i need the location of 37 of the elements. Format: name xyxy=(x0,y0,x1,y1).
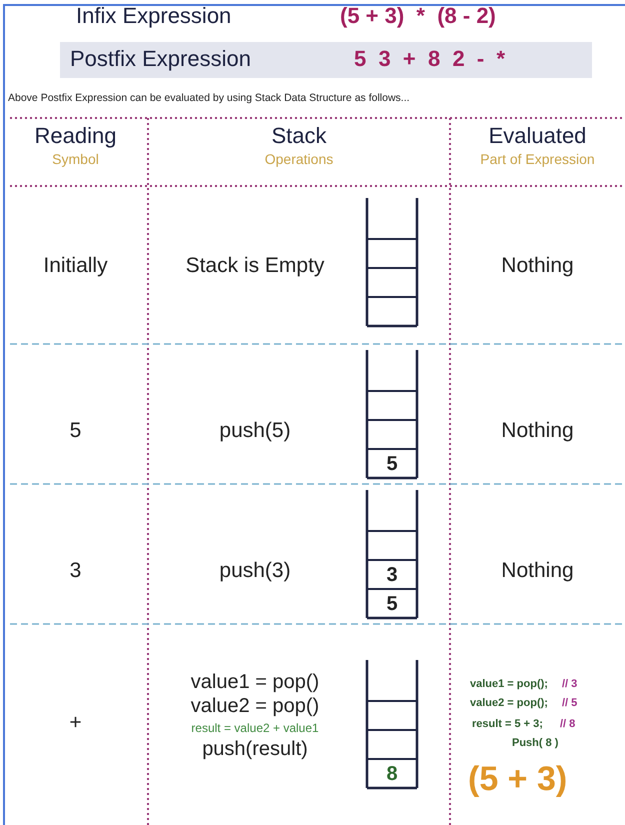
symbol-text: Initially xyxy=(42,253,109,279)
operation-text: result = value2 + value1 xyxy=(190,721,320,736)
column-subheading: Operations xyxy=(264,151,334,168)
symbol-text: 5 xyxy=(68,418,82,444)
code-comment: // 5 xyxy=(562,697,578,711)
code-text: value2 = pop(); xyxy=(470,697,548,711)
evaluated-expression: (5 + 3) xyxy=(468,759,568,800)
symbol-text: 3 xyxy=(68,558,82,584)
operation-text: push(5) xyxy=(218,418,292,444)
code-comment: // 3 xyxy=(562,678,578,692)
code-text: Push( 8 ) xyxy=(512,737,558,751)
operation-text: push(result) xyxy=(201,737,309,762)
code-text: value1 = pop(); xyxy=(470,678,548,692)
description-text: Above Postfix Expression can be evaluated by using Stack Data Structure as follows... xyxy=(8,92,410,106)
stack-value: 5 xyxy=(385,454,399,474)
result-text: Nothing xyxy=(500,253,575,279)
operation-text: Stack is Empty xyxy=(184,253,326,279)
postfix-expression: 5 3 + 8 2 - * xyxy=(354,45,506,72)
column-heading: Evaluated xyxy=(488,122,588,150)
operation-text: value2 = pop() xyxy=(190,694,320,719)
column-heading: Reading xyxy=(34,122,118,150)
infix-heading: Infix Expression xyxy=(76,2,232,30)
column-subheading: Part of Expression xyxy=(479,151,596,168)
postfix-heading: Postfix Expression xyxy=(70,45,251,72)
result-text: Nothing xyxy=(500,558,575,584)
symbol-text: + xyxy=(68,710,83,736)
result-text: Nothing xyxy=(500,418,575,444)
operation-text: value1 = pop() xyxy=(190,670,320,695)
code-text: result = 5 + 3; xyxy=(472,718,543,732)
column-heading: Stack xyxy=(270,122,328,150)
stack-value: 5 xyxy=(385,594,399,614)
stack-value: 8 xyxy=(385,764,399,784)
stack-value: 3 xyxy=(385,565,399,585)
infix-expression: (5 + 3) * (8 - 2) xyxy=(340,2,496,30)
operation-text: push(3) xyxy=(218,558,292,584)
column-subheading: Symbol xyxy=(51,151,100,168)
code-comment: // 8 xyxy=(560,718,576,732)
